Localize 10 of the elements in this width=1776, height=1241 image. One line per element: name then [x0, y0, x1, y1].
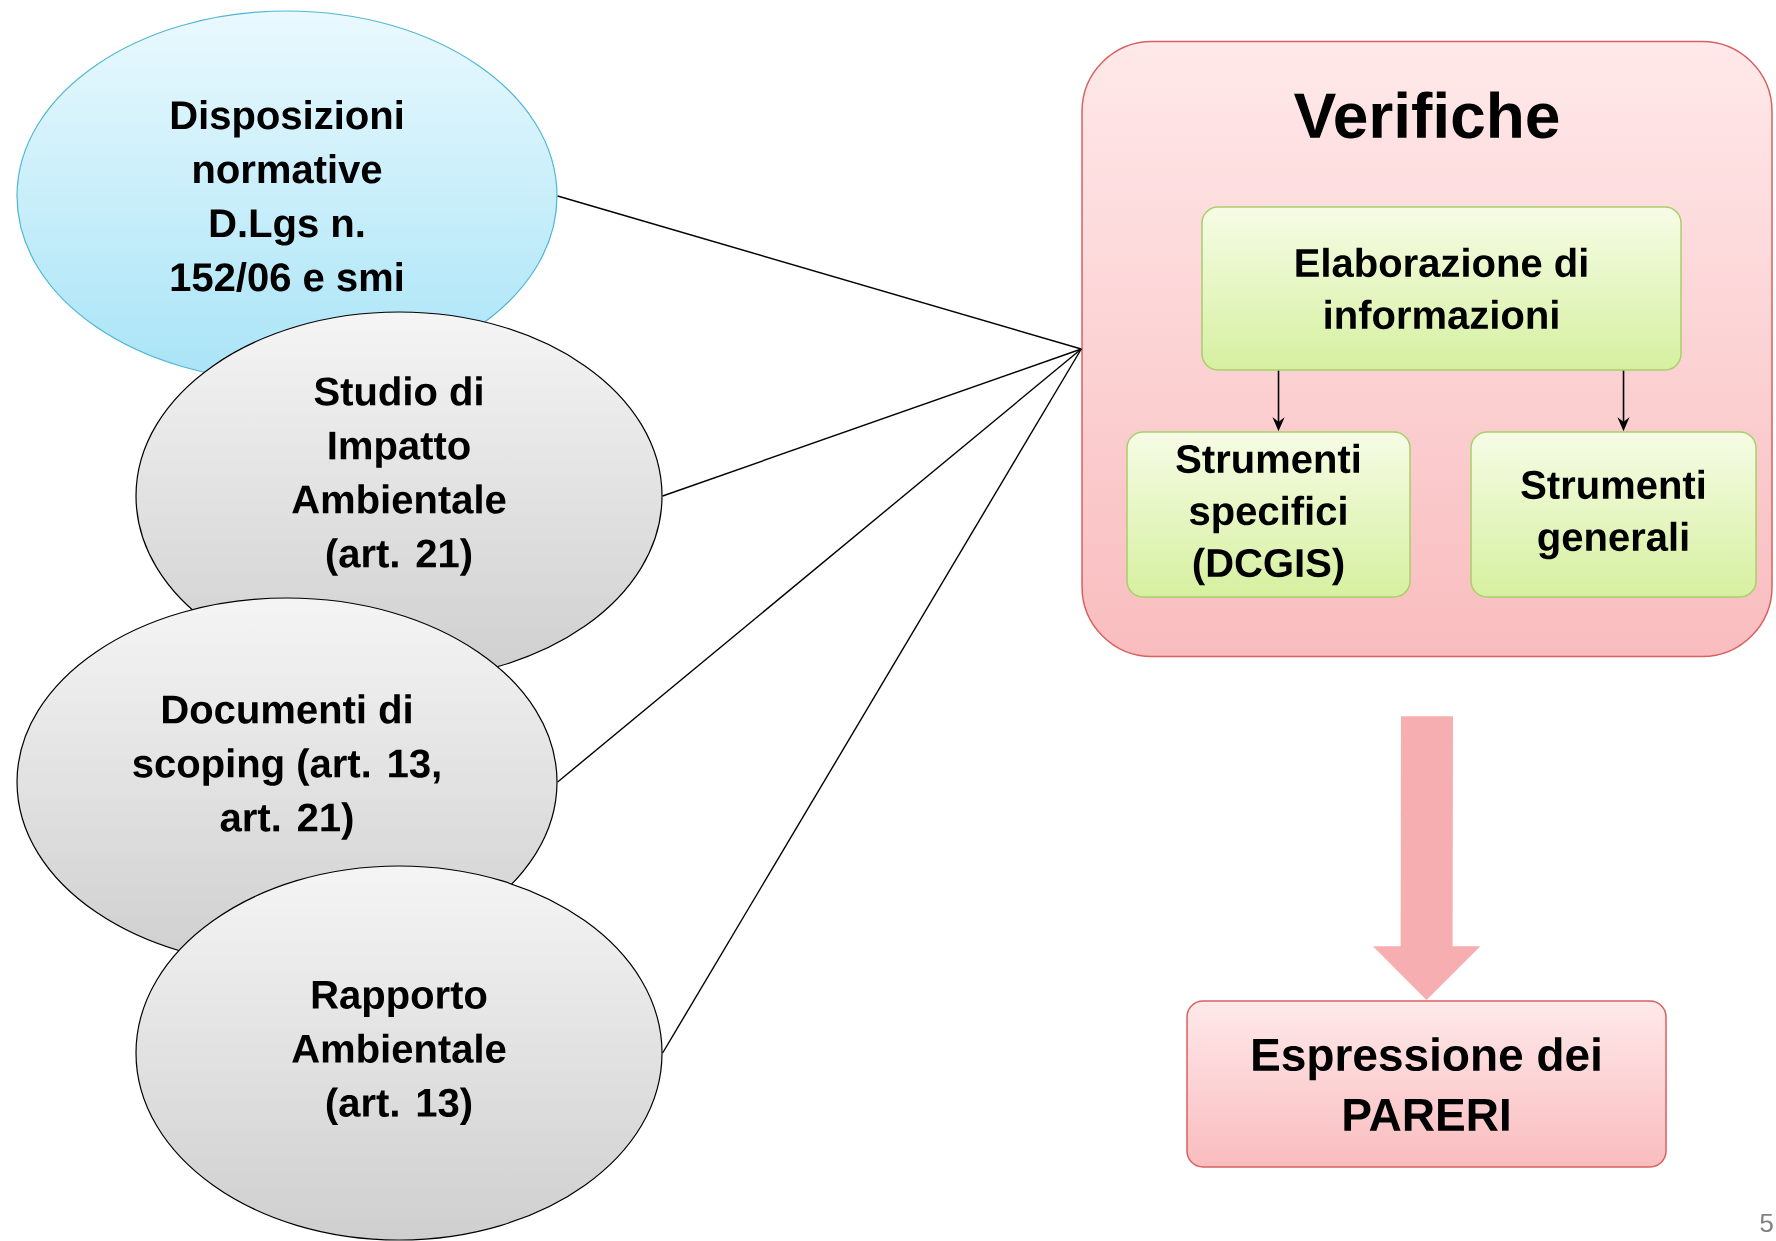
connector-line [556, 348, 1082, 783]
connector-line [661, 348, 1082, 497]
rounded-box: Elaborazione di informazioni [1201, 206, 1682, 371]
rounded-box: Strumenti generali [1470, 431, 1757, 598]
connector-line [661, 348, 1082, 1054]
rounded-box: Espressione dei PARERI [1186, 1000, 1667, 1168]
connector-line [556, 195, 1082, 350]
page-number: 5 [1760, 1213, 1773, 1233]
ellipse-node: Rapporto Ambientale (art. 13) [135, 865, 663, 1241]
rounded-box: Strumenti specifici (DCGIS) [1126, 431, 1411, 598]
